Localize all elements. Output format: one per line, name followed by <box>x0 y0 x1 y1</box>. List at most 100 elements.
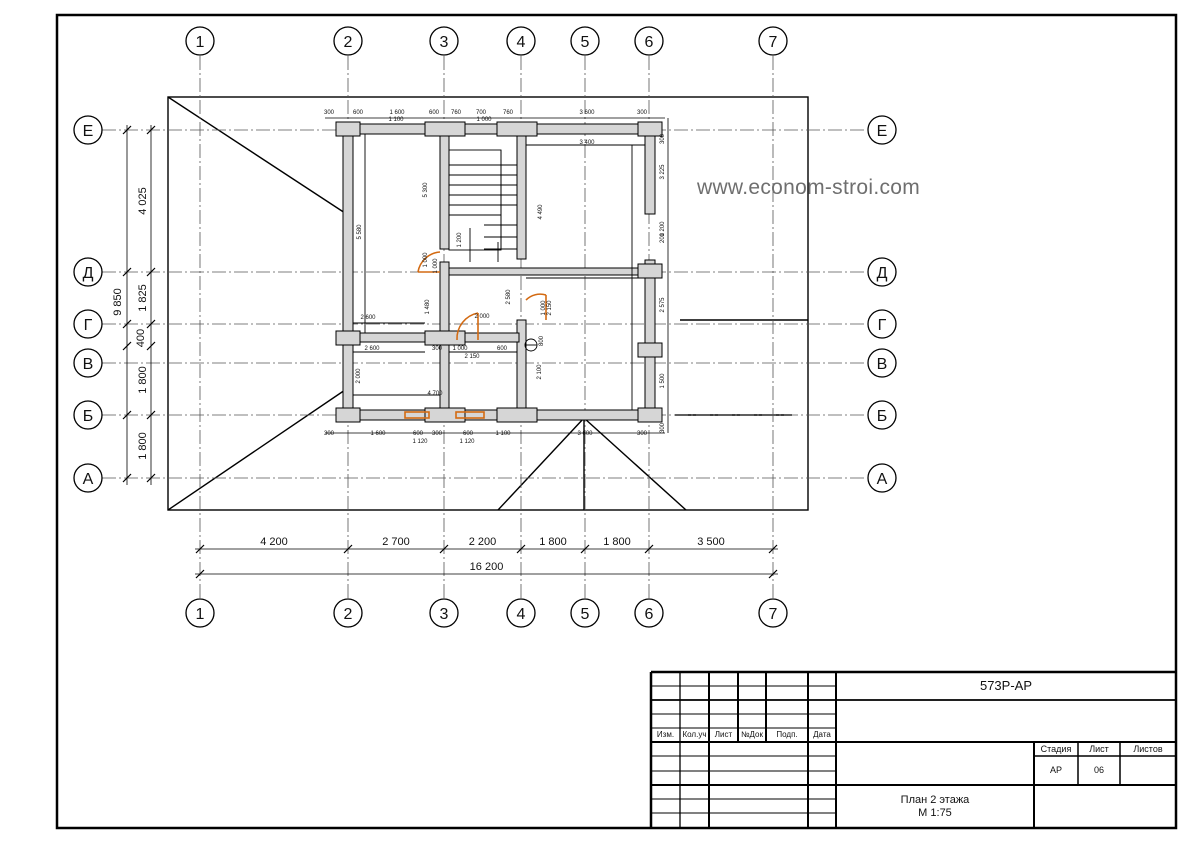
axis-label: 5 <box>581 34 590 51</box>
plan-dimension: 600 <box>429 110 440 116</box>
axis-bubble-col: 2 <box>333 26 363 56</box>
left-dimension: 400 <box>135 329 147 347</box>
dimension-ticks <box>122 125 778 579</box>
axis-label: 4 <box>517 606 526 623</box>
plan-dimension: 1 100 <box>388 117 404 123</box>
watermark-text: www.econom-stroi.com <box>697 176 921 199</box>
bottom-dimension: 1 800 <box>539 536 567 548</box>
plan-dimension: 1 200 <box>457 232 463 248</box>
plan-dimension: 300 <box>324 110 335 116</box>
header-label-ndok: №Док <box>740 730 764 739</box>
axis-label: А <box>83 471 94 488</box>
drawing-scale: М 1:75 <box>918 807 952 819</box>
axis-bubble-col: 6 <box>634 598 664 628</box>
axis-bubble-col: 2 <box>333 598 363 628</box>
plan-dimension: 2 000 <box>474 314 490 320</box>
sheet-header: Лист <box>1089 744 1109 754</box>
axis-bubble-row: Д <box>73 257 103 287</box>
interior-lines <box>353 134 645 410</box>
axis-bubble-col: 5 <box>570 26 600 56</box>
axis-label: 2 <box>344 606 353 623</box>
axis-label: В <box>877 356 888 373</box>
plan-dimension: 2 575 <box>660 297 666 313</box>
staircase <box>448 149 517 262</box>
axis-bubble-row: Г <box>73 309 103 339</box>
axis-bubble-col: 4 <box>506 26 536 56</box>
plan-dimension: 2 580 <box>506 289 512 305</box>
axis-label: Е <box>83 123 94 140</box>
sheet-value: 06 <box>1093 765 1104 775</box>
axis-bubble-row: А <box>73 463 103 493</box>
left-dimension: 4 025 <box>137 187 149 215</box>
stage-value: АР <box>1049 765 1062 775</box>
axis-label: В <box>83 356 94 373</box>
plan-dimension: 1 500 <box>660 373 666 389</box>
bottom-dimension: 1 800 <box>603 536 631 548</box>
header-label-podp: Подп. <box>776 730 798 739</box>
axis-label: 1 <box>196 606 205 623</box>
plan-dimension: 700 <box>476 110 487 116</box>
plan-dimension: 600 <box>353 110 364 116</box>
stage-header: Стадия <box>1040 744 1072 754</box>
plan-dimension: 5 300 <box>423 182 429 198</box>
axis-bubble-col: 3 <box>429 598 459 628</box>
axis-label: Г <box>84 317 93 334</box>
bottom-dimension: 2 200 <box>469 536 497 548</box>
axis-label: Е <box>877 123 888 140</box>
plan-dimension: 300 <box>637 431 648 437</box>
plan-dimension: 1 000 <box>452 346 468 352</box>
plan-dimension: 300 <box>660 133 666 144</box>
axis-bubble-row: В <box>867 348 897 378</box>
axis-bubble-col: 7 <box>758 26 788 56</box>
axis-label: 3 <box>440 606 449 623</box>
roof-outline <box>167 96 809 511</box>
axis-bubble-col: 1 <box>185 26 215 56</box>
plan-dimension: 1 000 <box>433 258 439 274</box>
dimension-lines <box>126 117 778 575</box>
plan-dimension: 300 <box>324 431 335 437</box>
plan-dimension: 1 200 <box>660 221 666 237</box>
axis-label: Б <box>83 408 94 425</box>
plan-dimension: 1 600 <box>389 110 405 116</box>
axis-label: 3 <box>440 34 449 51</box>
plan-dimension: 5 580 <box>357 224 363 240</box>
plan-dimension: 1 600 <box>370 431 386 437</box>
axis-bubble-row: Б <box>73 400 103 430</box>
axis-label: 7 <box>769 34 778 51</box>
plan-dimension: 1 120 <box>412 439 428 445</box>
left-total-dimension: 9 850 <box>112 288 124 316</box>
axis-bubble-col: 5 <box>570 598 600 628</box>
plan-dimension: 2 600 <box>360 315 376 321</box>
axis-bubble-col: 3 <box>429 26 459 56</box>
plan-dimension: 3 600 <box>577 431 593 437</box>
doors <box>404 251 547 419</box>
plan-dimension: 600 <box>463 431 474 437</box>
axis-bubble-row: Е <box>73 115 103 145</box>
plan-dimension: 2 150 <box>547 300 553 316</box>
plan-dimension: 760 <box>451 110 462 116</box>
axis-label: Д <box>877 265 888 282</box>
plan-dimension: 1 000 <box>423 252 429 268</box>
axis-label: 6 <box>645 606 654 623</box>
plan-dimension: 600 <box>413 431 424 437</box>
axis-bubble-row: А <box>867 463 897 493</box>
axis-bubble-row: Б <box>867 400 897 430</box>
plan-dimension: 1 480 <box>425 299 431 315</box>
plan-dimension: 300 <box>432 346 443 352</box>
plan-dimension: 3 225 <box>660 164 666 180</box>
axis-label: 4 <box>517 34 526 51</box>
axis-bubble-col: 7 <box>758 598 788 628</box>
axis-label: Д <box>83 265 94 282</box>
axis-label: Г <box>878 317 887 334</box>
plan-dimension: 300 <box>432 431 443 437</box>
header-label-data: Дата <box>813 730 831 739</box>
plan-dimension: 200 <box>660 232 666 243</box>
sheets-header: Листов <box>1133 744 1163 754</box>
plan-dimension: 1 100 <box>495 431 511 437</box>
document-code: 573P-AP <box>979 678 1033 693</box>
axis-bubble-row: Е <box>867 115 897 145</box>
title-block-lines <box>649 670 1176 828</box>
